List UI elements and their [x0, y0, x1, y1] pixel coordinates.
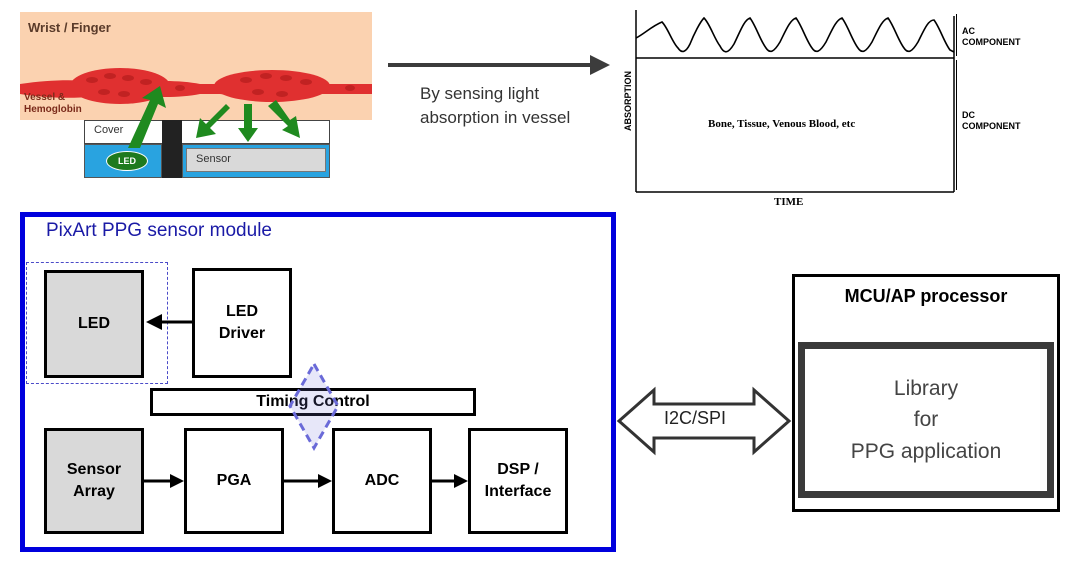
ac-bracket: [956, 14, 961, 56]
timing-control-block: Timing Control: [150, 388, 476, 416]
sensor-element-label: Sensor: [196, 153, 231, 165]
led-block: LED: [44, 270, 144, 378]
light-arrows: [128, 86, 300, 148]
led-emitter-label: LED: [118, 156, 136, 166]
y-axis-label: ABSORPTION: [623, 71, 633, 132]
led-compartment: [84, 144, 162, 178]
x-axis-label: TIME: [774, 196, 804, 208]
dc-body-label: Bone, Tissue, Venous Blood, etc: [708, 118, 856, 130]
selection-marker: [288, 360, 340, 452]
divider-barrier: [162, 120, 182, 178]
led-emitter: LED: [106, 151, 148, 171]
dc-bracket: [956, 60, 961, 190]
region-label: Wrist / Finger: [28, 20, 111, 35]
cover-label: Cover: [94, 124, 124, 136]
processor-block: [792, 274, 1060, 512]
led-driver-block: LED Driver: [192, 268, 292, 378]
vessel-label: Vessel & Hemoglobin: [24, 92, 82, 115]
module-title: PixArt PPG sensor module: [46, 220, 272, 241]
module-connectors: [144, 314, 468, 488]
processor-title: MCU/AP processor: [844, 286, 1008, 306]
sensor-element: [186, 148, 326, 172]
adc-block: ADC: [332, 428, 432, 534]
ac-component-label: AC COMPONENT: [962, 26, 1021, 47]
flow-arrow: [388, 55, 610, 75]
sensor-array-block: Sensor Array: [44, 428, 144, 534]
bus-label: I2C/SPI: [664, 408, 727, 428]
i2c-spi-bus-arrow: [616, 386, 792, 456]
skin-illustration: [20, 12, 372, 120]
vessel-graphic: [20, 68, 372, 104]
dc-component-label: DC COMPONENT: [962, 110, 1021, 131]
sensing-caption: By sensing light absorption in vessel: [420, 84, 571, 127]
dsp-interface-block: DSP / Interface: [468, 428, 568, 534]
pga-block: PGA: [184, 428, 284, 534]
library-block: Library for PPG application: [798, 342, 1054, 498]
ppg-waveform-chart: [635, 10, 955, 193]
ppg-sensor-module: [20, 212, 616, 552]
